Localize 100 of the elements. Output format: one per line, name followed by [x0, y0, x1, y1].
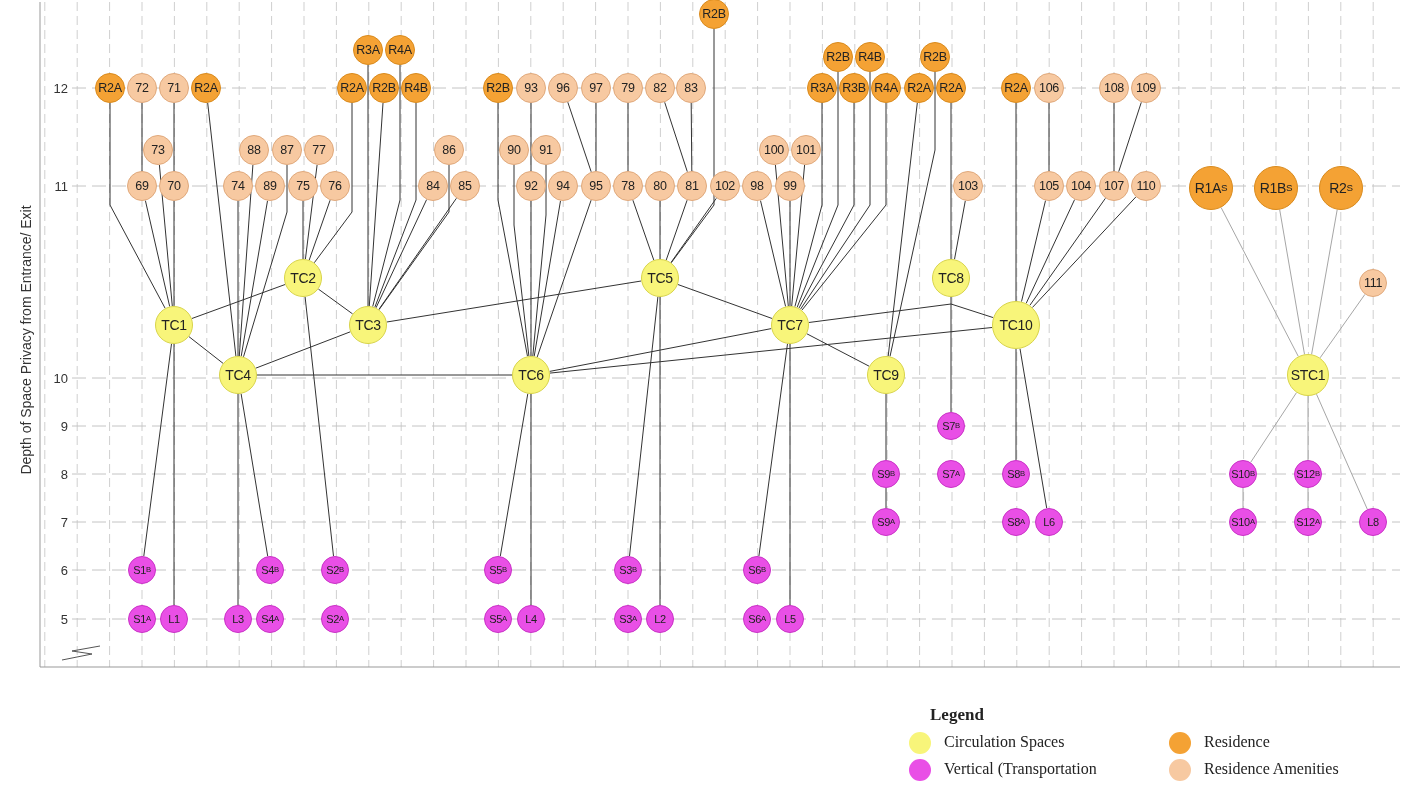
connector-line [109, 102, 166, 309]
axis-tick-label: 9 [59, 418, 68, 434]
amenity-node: 83 [676, 73, 706, 103]
connector-line [549, 327, 993, 374]
connector-line [549, 328, 772, 372]
residence-node: R2B [699, 0, 729, 29]
connector-line [665, 199, 688, 261]
connector-line [567, 101, 592, 173]
residence-node: R2B [920, 42, 950, 72]
amenity-node: 105 [1034, 171, 1064, 201]
connector-line [536, 199, 592, 358]
connector-line [256, 374, 513, 376]
amenity-node: 95 [581, 171, 611, 201]
amenity-node: 94 [548, 171, 578, 201]
connector-line [1242, 487, 1244, 509]
amenity-node: 110 [1131, 171, 1161, 201]
connector-line [144, 200, 171, 307]
connector-line [950, 296, 952, 413]
connector-line [670, 28, 715, 264]
connector-line [173, 200, 175, 307]
connector-line [950, 102, 952, 260]
connector-line [801, 102, 887, 311]
amenity-node: 76 [320, 171, 350, 201]
connector-line [1015, 348, 1017, 461]
vertical-node: L2 [646, 605, 674, 633]
connector-line [378, 164, 450, 311]
amenity-node: 103 [953, 171, 983, 201]
connector-line [670, 197, 717, 263]
residence-node: R3A [353, 35, 383, 65]
connector-line [798, 102, 855, 309]
vertical-node: L6 [1035, 508, 1063, 536]
connector-line [386, 280, 642, 323]
circulation-node: TC2 [284, 259, 322, 297]
connector-line [791, 164, 806, 307]
vertical-node: L4 [517, 605, 545, 633]
connector-line [1311, 209, 1338, 355]
axis-tick-label: 7 [59, 514, 68, 530]
connector-line [1307, 487, 1309, 509]
amenity-node: 100 [759, 135, 789, 165]
amenity-node: 85 [450, 171, 480, 201]
connector-line [497, 102, 528, 357]
connector-line [1025, 199, 1076, 304]
connector-line [158, 164, 173, 307]
legend-label: Residence Amenities [1204, 760, 1339, 778]
amenity-node: 109 [1131, 73, 1161, 103]
connector-line [659, 200, 661, 260]
residence-node: R2A [95, 73, 125, 103]
amenity-node: 79 [613, 73, 643, 103]
amenity-node: 87 [272, 135, 302, 165]
connector-line [760, 200, 787, 307]
connector-line [530, 102, 532, 172]
connector-line [173, 102, 175, 172]
amenity-node: 91 [531, 135, 561, 165]
amenity-node: 88 [239, 135, 269, 165]
residence-node: R2A [337, 73, 367, 103]
vertical-node: L3 [224, 605, 252, 633]
axis-tick-label: 12 [52, 80, 68, 96]
residence-node: R4B [401, 73, 431, 103]
amenity-node: 111 [1359, 269, 1387, 297]
amenity-node: 75 [288, 171, 318, 201]
connector-line [243, 164, 288, 358]
connector-line [513, 164, 530, 357]
amenity-node: 71 [159, 73, 189, 103]
amenity-node: 84 [418, 171, 448, 201]
residence-node: R2B [369, 73, 399, 103]
amenity-node: 92 [516, 171, 546, 201]
connector-line [627, 102, 629, 172]
connector-line [808, 303, 994, 323]
connector-line [1220, 207, 1299, 357]
connector-line [1031, 196, 1137, 308]
connector-line [1015, 102, 1017, 302]
residence-node: R2A [191, 73, 221, 103]
connector-line [372, 64, 401, 308]
circulation-node: TC1 [155, 306, 193, 344]
residence-node: R2A [936, 73, 966, 103]
connector-line [789, 343, 791, 606]
connector-line [690, 102, 693, 172]
connector-line [378, 197, 457, 310]
connector-line [207, 102, 237, 357]
amenity-node: 77 [304, 135, 334, 165]
connector-line [954, 200, 966, 260]
amenity-node: 90 [499, 135, 529, 165]
connector-line [375, 199, 428, 309]
legend-title: Legend [930, 705, 984, 725]
residence-node: R2A [1001, 73, 1031, 103]
amenity-node: 107 [1099, 171, 1129, 201]
connector-line [664, 101, 688, 173]
connector-line [302, 200, 304, 260]
connector-line [188, 336, 224, 364]
connector-line [313, 102, 353, 264]
amenity-node: 106 [1034, 73, 1064, 103]
vertical-node: L8 [1359, 508, 1387, 536]
connector-line [677, 284, 773, 319]
connector-line [1250, 392, 1297, 463]
connector-line [789, 200, 791, 307]
connector-line [238, 164, 254, 357]
residence-node: R2A [904, 73, 934, 103]
circulation-node: TC6 [512, 356, 550, 394]
connector-line [1019, 348, 1048, 509]
axis-tick-label: 10 [52, 370, 68, 386]
